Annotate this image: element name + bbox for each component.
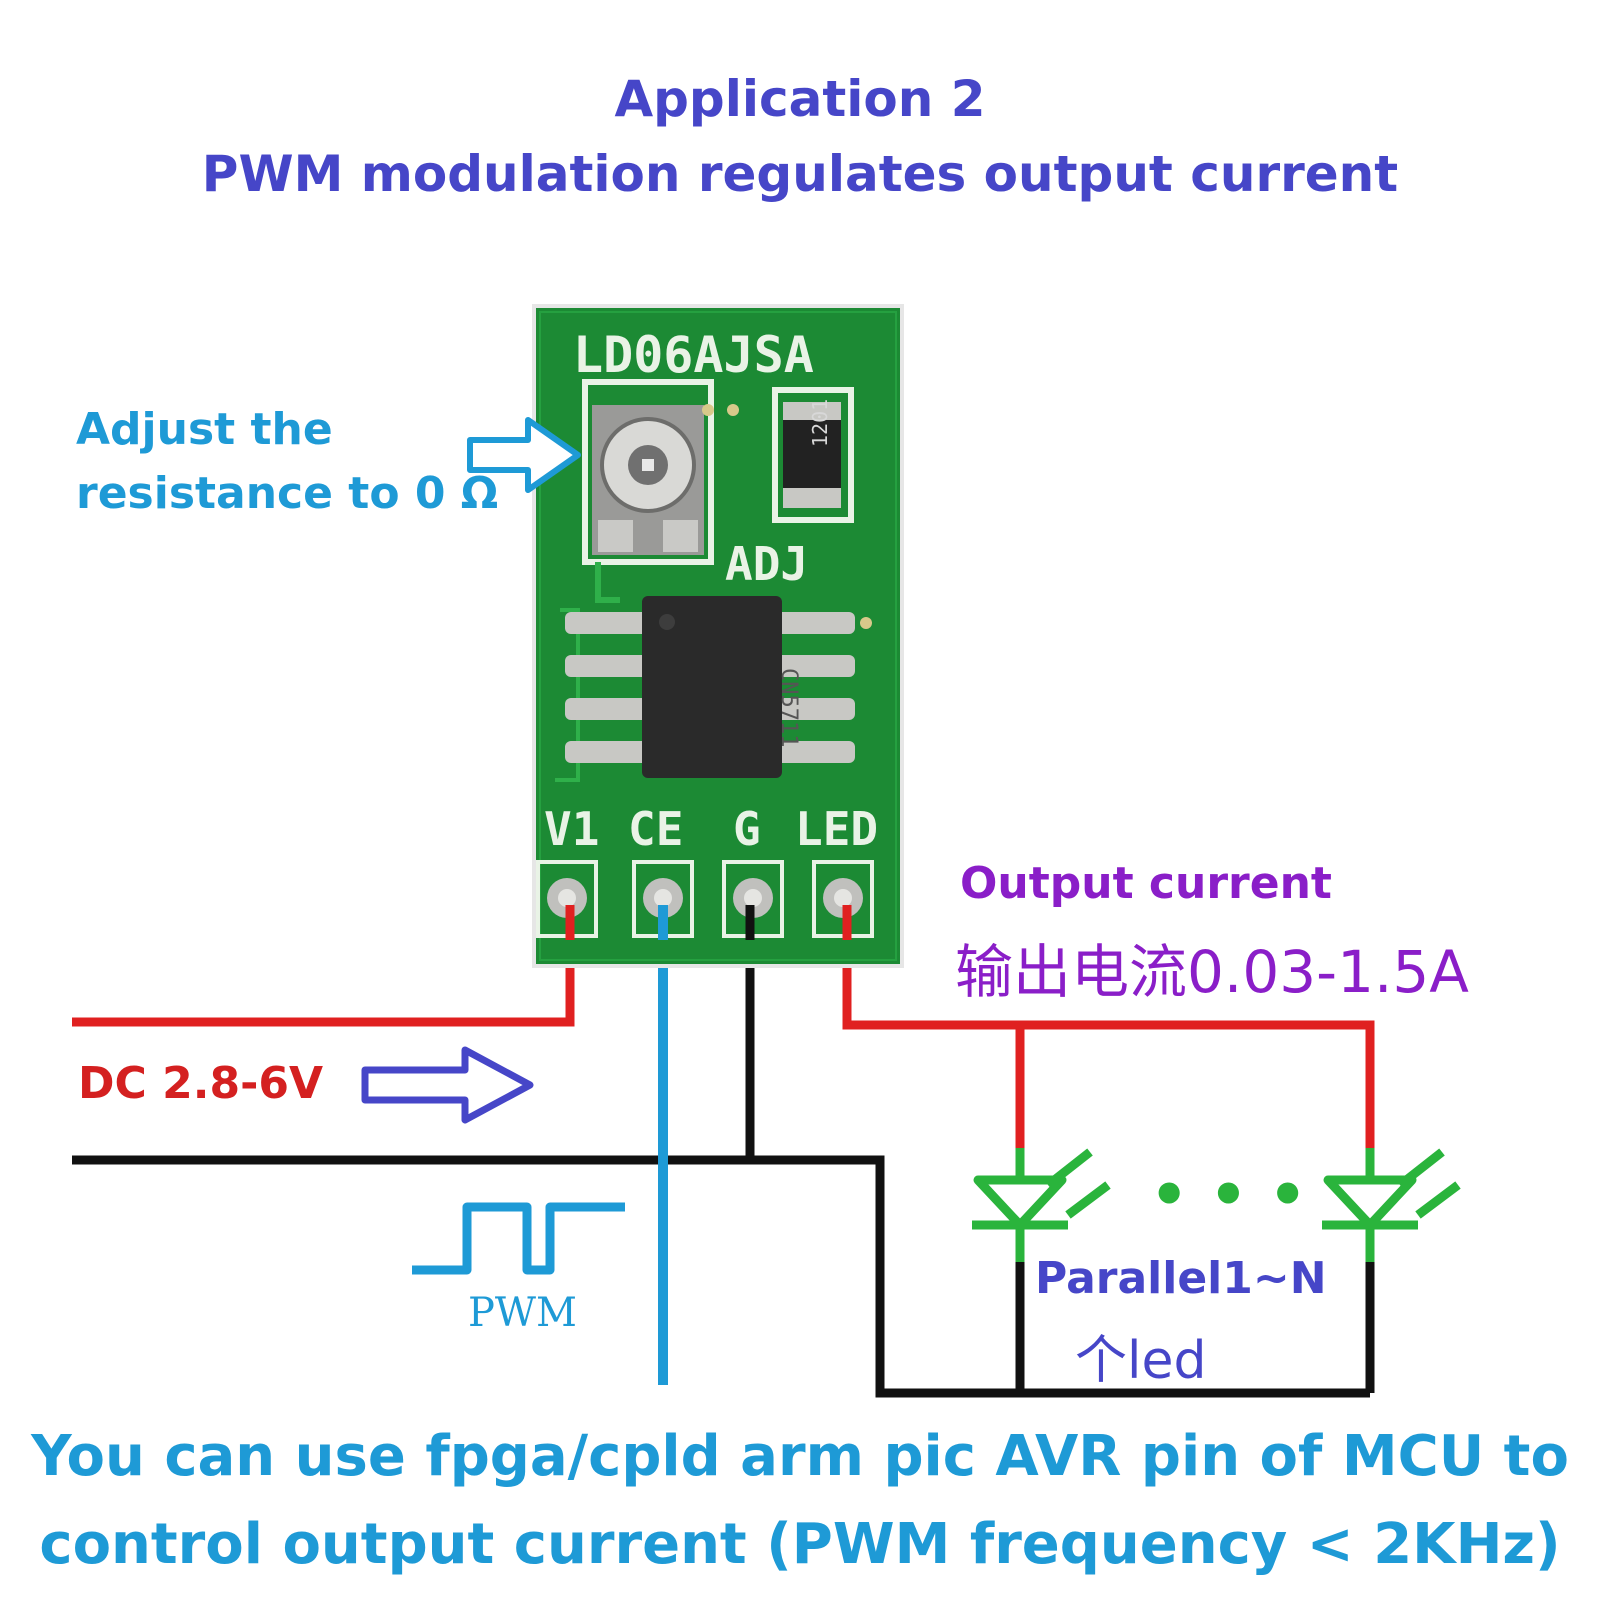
chip-marking: CN5711	[776, 668, 801, 747]
ic-chip-icon	[565, 596, 855, 778]
potentiometer-icon	[592, 405, 704, 555]
adjust-line-2: resistance to 0 Ω	[76, 468, 499, 519]
parallel-led-label: Parallel1~N	[1035, 1253, 1327, 1304]
adj-label: ADJ	[725, 537, 808, 591]
caption-line-1: You can use fpga/cpld arm pic AVR pin of…	[31, 1424, 1569, 1489]
pin-label-ce: CE	[628, 802, 683, 856]
title-application: Application 2	[614, 70, 986, 128]
input-arrow-icon	[361, 1046, 534, 1124]
adjust-arrow-icon	[467, 417, 581, 493]
led-n-icon	[1322, 1148, 1461, 1262]
resistor-marking: 1201	[808, 399, 832, 447]
caption-line-2: control output current (PWM frequency < …	[39, 1512, 1561, 1577]
pin-pads	[536, 860, 874, 938]
pwm-label: PWM	[468, 1290, 577, 1336]
pwm-waveform-icon	[412, 1202, 625, 1275]
title-description: PWM modulation regulates output current	[201, 145, 1399, 203]
pin-label-v1: V1	[544, 802, 599, 856]
pcb-module: LD06AJSA 1201 ADJ	[532, 304, 904, 968]
resistor-icon	[783, 402, 841, 508]
ground-bus	[72, 1155, 1370, 1398]
led-1-icon	[972, 1148, 1111, 1262]
input-voltage-label: DC 2.8-6V	[78, 1058, 324, 1109]
parallel-led-cn-label: 个led	[1075, 1331, 1207, 1391]
output-current-cn-label: 输出电流0.03-1.5A	[955, 938, 1469, 1006]
led-ellipsis: • • •	[1150, 1160, 1307, 1230]
v1-wire	[72, 895, 575, 1027]
adjust-line-1: Adjust the	[76, 404, 333, 455]
pin-label-led: LED	[795, 802, 878, 856]
output-current-label: Output current	[960, 858, 1332, 909]
pin-label-g: G	[733, 802, 761, 856]
adjust-resistance-note: Adjust the resistance to 0 Ω	[76, 398, 498, 526]
pcb-model-text: LD06AJSA	[573, 326, 814, 384]
